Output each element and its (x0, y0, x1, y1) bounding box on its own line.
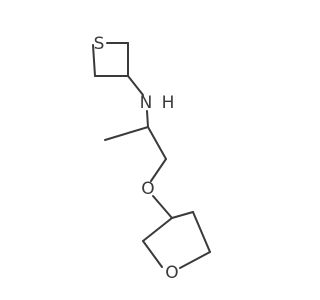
ring-oxygen-label: O (165, 263, 178, 283)
bond-ch-ch2 (147, 126, 167, 160)
propyl-chain (104, 126, 167, 182)
tetrahydrofuran-ring (142, 211, 211, 269)
molecule-structure-diagram: S N H O O (92, 34, 211, 283)
amine-hydrogen-label: H (162, 93, 175, 113)
bond-thietane-c-amine-n (127, 75, 144, 96)
bond-s-c-left (92, 44, 96, 77)
ether-oxygen-label: O (141, 179, 154, 199)
bond-amine-n-ch (146, 110, 149, 128)
thietane-ring (92, 42, 129, 77)
sulfur-atom-label: S (94, 34, 105, 54)
bond-ch2-ether-o (150, 158, 167, 182)
bond-ether-o-thf-c3 (152, 195, 173, 219)
bond-thf-c2-c3 (142, 217, 173, 242)
bond-thf-o-c2 (142, 240, 163, 268)
bond-thf-c5-o (179, 251, 211, 269)
amine-nitrogen-label: N (140, 93, 153, 113)
bond-ch-methyl (104, 126, 149, 141)
bond-thf-c3-c4 (171, 211, 194, 219)
bond-thf-c4-c5 (192, 211, 211, 253)
